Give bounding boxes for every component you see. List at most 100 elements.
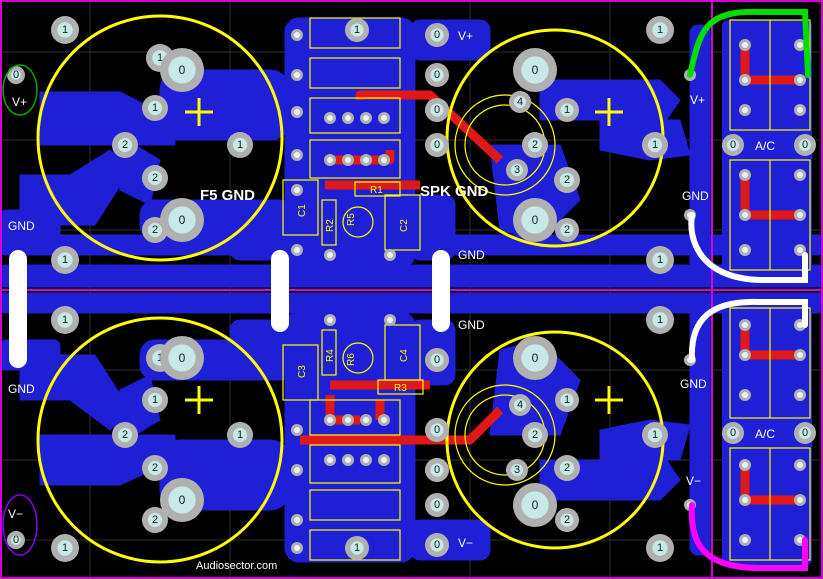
pad-hole: [652, 22, 668, 38]
pad-number: 0: [434, 464, 440, 476]
pad-hole: [527, 427, 543, 443]
via-hole: [345, 417, 351, 423]
pad-number: 0: [434, 69, 440, 81]
pad-number: 1: [62, 314, 68, 326]
via-hole: [294, 517, 300, 523]
via-hole: [294, 152, 300, 158]
via-hole: [742, 212, 748, 218]
via-hole: [381, 417, 387, 423]
pad-number: 0: [532, 213, 539, 227]
pad-hole: [521, 491, 549, 519]
pad-hole: [57, 22, 73, 38]
pad-hole: [430, 423, 444, 437]
pad-number: 0: [179, 351, 186, 365]
pad-number: 1: [657, 254, 663, 266]
pad-number: 2: [564, 174, 570, 186]
pad-number: 0: [802, 427, 808, 439]
polarity-marks: [185, 98, 623, 414]
via-hole: [381, 157, 387, 163]
via-hole: [742, 352, 748, 358]
pad-number: 1: [652, 139, 658, 151]
pad-number: 1: [564, 104, 570, 116]
pad-number: 2: [564, 462, 570, 474]
c4-refdes: C4: [399, 349, 410, 362]
pad-number: 2: [564, 514, 570, 526]
pad-number: 0: [532, 351, 539, 365]
via-hole: [742, 392, 748, 398]
v-plus-marker: [2, 64, 38, 116]
pad-hole: [232, 427, 248, 443]
pad-number: 2: [564, 224, 570, 236]
via-hole: [387, 252, 393, 258]
pad-hole: [57, 312, 73, 328]
pad-number: 2: [532, 139, 538, 151]
pad-number: 1: [237, 139, 243, 151]
pad-number: 0: [532, 63, 539, 77]
via-hole: [742, 497, 748, 503]
pad-hole: [168, 206, 196, 234]
pad-number: 1: [564, 394, 570, 406]
via-hole: [797, 247, 803, 253]
gnd-label-center-top: GND: [458, 248, 485, 262]
pad-hole: [726, 138, 740, 152]
watermark: Audiosector.com: [196, 560, 277, 572]
via-hole: [345, 115, 351, 121]
r4-refdes: R4: [325, 349, 336, 362]
via-hole: [327, 115, 333, 121]
pad-hole: [798, 138, 812, 152]
pad-hole: [521, 344, 549, 372]
pad-hole: [147, 170, 163, 186]
via-hole: [797, 392, 803, 398]
via-hole: [363, 157, 369, 163]
pads-group: 1101212021000004123202111110121202100000…: [7, 16, 816, 562]
c1-refdes: C1: [297, 204, 308, 217]
pad-number: 2: [122, 139, 128, 151]
pad-hole: [652, 540, 668, 556]
via-hole: [381, 457, 387, 463]
pad-hole: [11, 70, 21, 80]
pad-number: 0: [13, 69, 19, 81]
gnd-label-left-top: GND: [8, 219, 35, 233]
pad-hole: [798, 426, 812, 440]
via-hole: [742, 42, 748, 48]
via-hole: [294, 109, 300, 115]
pad-hole: [510, 163, 524, 177]
pad-number: 1: [354, 542, 360, 554]
gnd-label-right-bottom: GND: [680, 377, 707, 391]
via-hole: [742, 322, 748, 328]
pad-number: 1: [152, 394, 158, 406]
pad-hole: [350, 23, 364, 37]
pad-number: 1: [657, 314, 663, 326]
pad-hole: [430, 463, 444, 477]
pad-number: 2: [532, 429, 538, 441]
via-hole: [363, 115, 369, 121]
pad-hole: [147, 392, 163, 408]
pad-hole: [652, 312, 668, 328]
pad-hole: [430, 103, 444, 117]
pad-number: 0: [802, 139, 808, 151]
via-hole: [294, 467, 300, 473]
pad-number: 2: [152, 172, 158, 184]
via-hole: [327, 252, 333, 258]
via-hole: [294, 72, 300, 78]
pad-hole: [350, 541, 364, 555]
pad-number: 1: [237, 429, 243, 441]
pad-hole: [559, 460, 575, 476]
via-hole: [797, 172, 803, 178]
pad-number: 1: [652, 429, 658, 441]
via-hole: [742, 107, 748, 113]
via-hole: [797, 462, 803, 468]
via-hole: [345, 457, 351, 463]
via-hole: [797, 42, 803, 48]
jumper-wires: [9, 250, 450, 368]
via-hole: [363, 417, 369, 423]
via-hole: [742, 172, 748, 178]
pad-number: 0: [13, 534, 19, 546]
pad-number: 1: [62, 542, 68, 554]
pad-number: 0: [179, 63, 186, 77]
pad-hole: [647, 427, 663, 443]
via-hole: [327, 317, 333, 323]
pad-hole: [430, 28, 444, 42]
